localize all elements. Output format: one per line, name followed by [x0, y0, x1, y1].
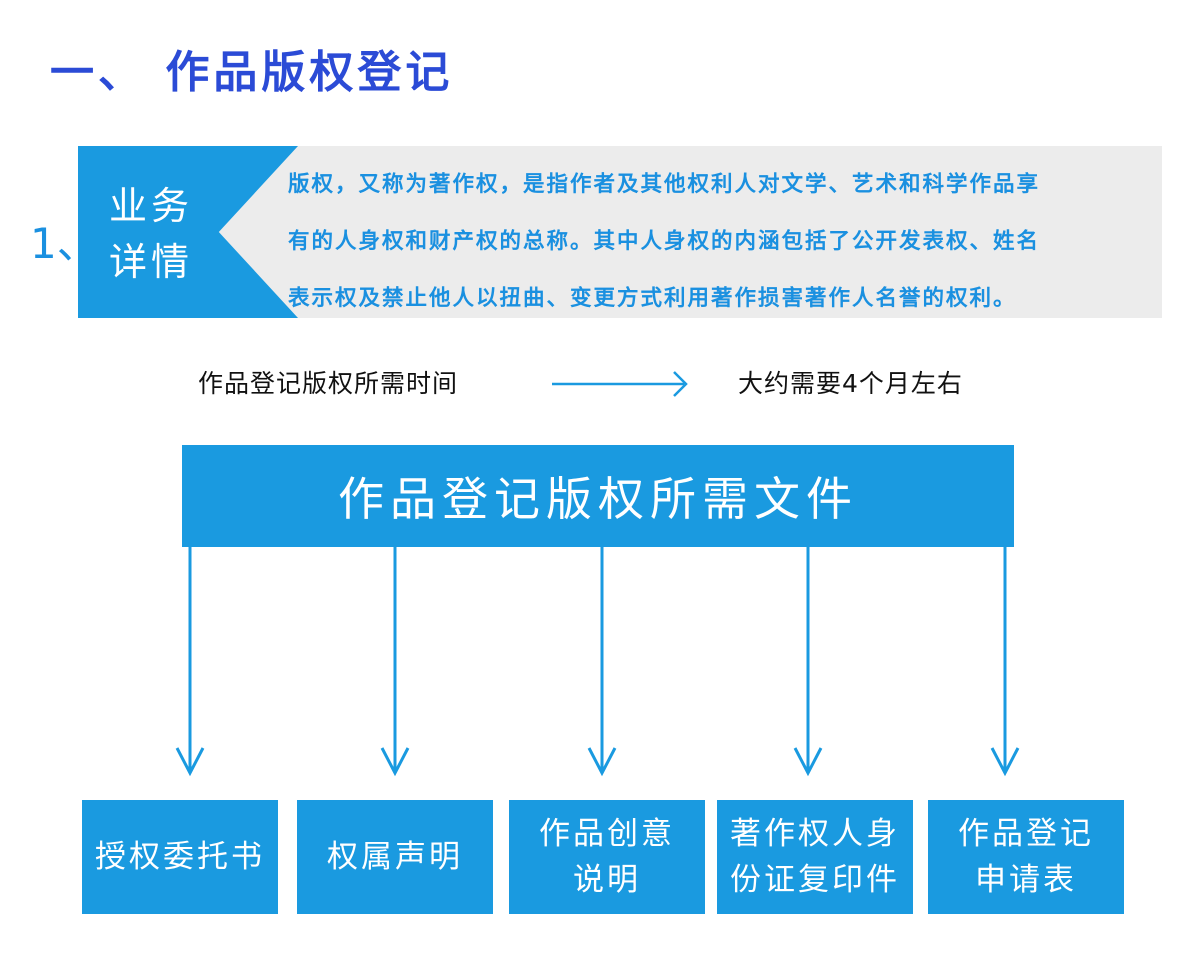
arrow-down-icon [793, 547, 823, 777]
document-box: 著作权人身 份证复印件 [717, 800, 913, 914]
document-label: 权属声明 [327, 839, 463, 875]
document-label: 作品登记 [958, 816, 1094, 852]
arrow-down-icon [175, 547, 205, 777]
document-box: 作品登记 申请表 [928, 800, 1124, 914]
business-tag-line: 详情 [108, 240, 193, 284]
document-label: 著作权人身 [730, 816, 900, 852]
document-label: 说明 [573, 862, 641, 898]
description-line: 有的人身权和财产权的总称。其中人身权的内涵包括了公开发表权、姓名 [288, 229, 1041, 254]
document-label: 授权委托书 [95, 839, 265, 875]
arrow-down-icon [587, 547, 617, 777]
document-label: 作品创意 [539, 816, 675, 852]
time-value: 大约需要4个月左右 [738, 369, 963, 398]
description-line: 版权，又称为著作权，是指作者及其他权利人对文学、艺术和科学作品享 [288, 172, 1041, 197]
arrow-down-icon [990, 547, 1020, 777]
business-tag-line: 业务 [108, 184, 193, 228]
business-description: 版权，又称为著作权，是指作者及其他权利人对文学、艺术和科学作品享 有的人身权和财… [288, 156, 1160, 327]
business-tag-label: 业务 详情 [96, 178, 206, 290]
page-title: 一、 作品版权登记 [50, 47, 454, 98]
arrow-down-icon [380, 547, 410, 777]
arrow-right-icon [552, 371, 688, 397]
document-label: 申请表 [975, 862, 1077, 898]
description-line: 表示权及禁止他人以扭曲、变更方式利用著作损害著作人名誉的权利。 [288, 286, 1017, 311]
documents-header: 作品登记版权所需文件 [182, 445, 1014, 547]
document-box: 授权委托书 [82, 800, 278, 914]
document-box: 权属声明 [297, 800, 493, 914]
document-label: 份证复印件 [730, 862, 900, 898]
document-box: 作品创意 说明 [509, 800, 705, 914]
time-label: 作品登记版权所需时间 [198, 369, 459, 398]
